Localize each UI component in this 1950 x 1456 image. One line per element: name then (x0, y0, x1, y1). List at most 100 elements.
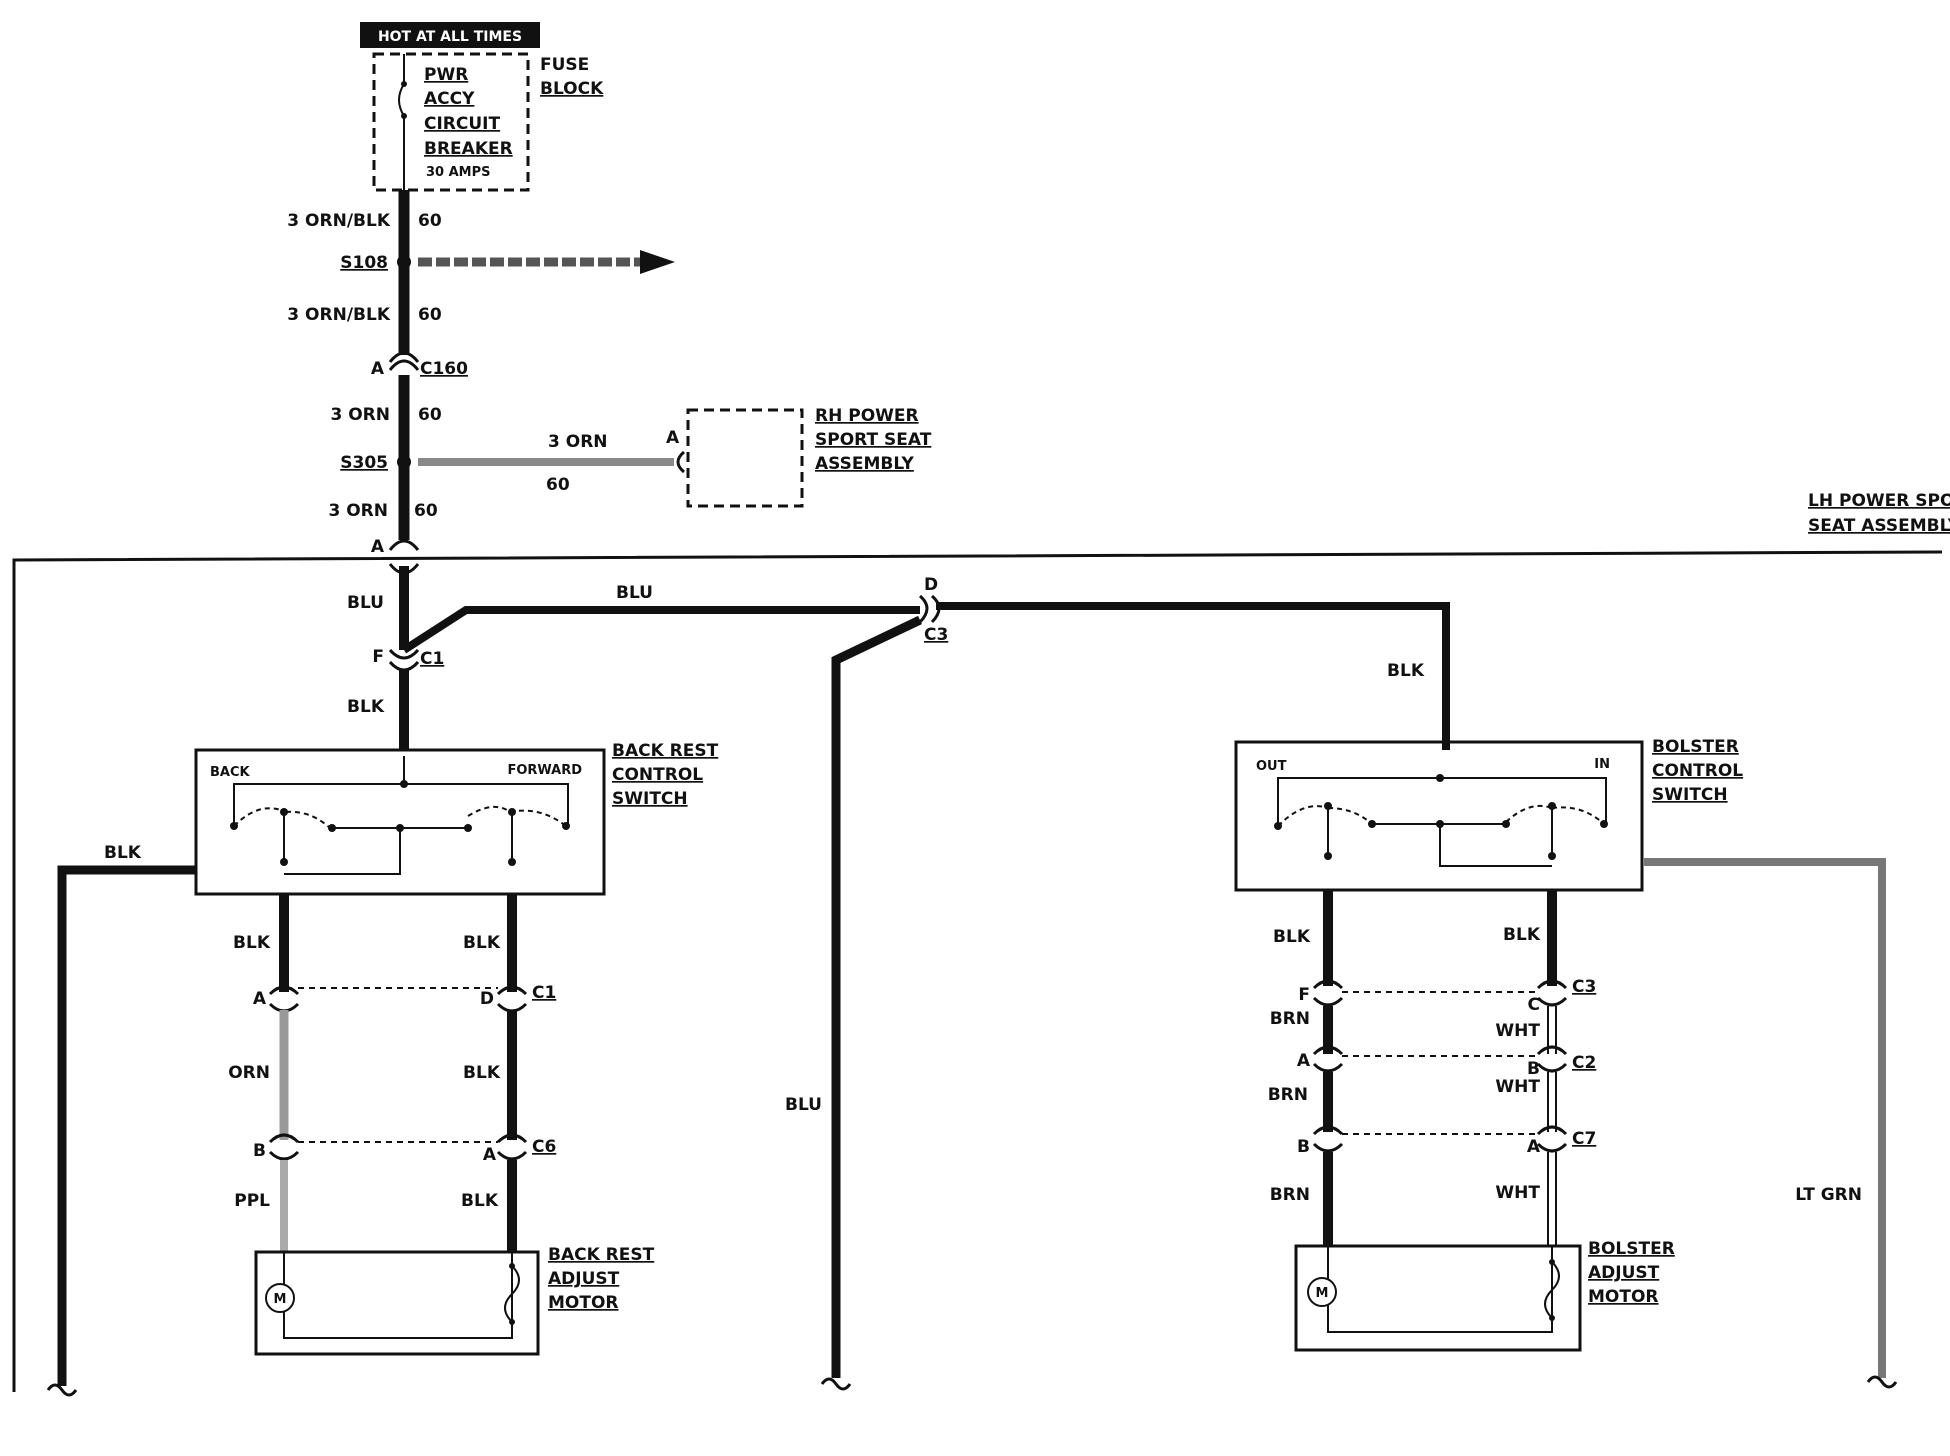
blk-left-wire (57, 865, 196, 1386)
lh-seat-label-1: LH POWER SPORT (1808, 491, 1950, 511)
bolster-motor-title-1: BOLSTER (1588, 1239, 1675, 1259)
rh-seat-label-2: SPORT SEAT (815, 430, 932, 450)
breaker-label-4: BREAKER (424, 139, 513, 159)
blk-left-label: BLK (104, 843, 142, 863)
backrest-wiring: BLK BLK A D C1 ORN BLK B A C6 PPL BLK (228, 894, 556, 1252)
feed-gauge-label-4: 60 (414, 501, 438, 521)
connector-c1-pin: F (372, 647, 384, 667)
connector-c3-pin: D (924, 575, 938, 595)
blk-break-symbol (46, 1383, 78, 1397)
feed-wire-label-4: 3 ORN (328, 501, 388, 521)
lh-seat-boundary (12, 550, 1943, 1392)
bolster-pin-a: A (1297, 1051, 1311, 1071)
connector-c1-symbol (388, 648, 420, 672)
breaker-amps: 30 AMPS (426, 165, 491, 180)
backrest-motor-symbol (265, 1283, 295, 1313)
bolster-wht-3-label: WHT (1495, 1183, 1540, 1203)
bolster-wht-1-label: WHT (1495, 1021, 1540, 1041)
feed-gauge-label-2: 60 (418, 305, 442, 325)
bolster-brn-2-label: BRN (1268, 1085, 1308, 1105)
backrest-left-top-label: BLK (233, 933, 271, 953)
fuse-block-box (372, 52, 530, 192)
blu-down-label: BLU (785, 1095, 822, 1115)
bolster-pin-b2: B (1297, 1137, 1310, 1157)
fuse-block-label-1: FUSE (540, 55, 589, 75)
backrest-conn-c1: C1 (532, 983, 556, 1003)
backrest-left-mid-label: ORN (228, 1063, 270, 1083)
s108-branch-arrow (640, 250, 675, 274)
splice-s305 (397, 455, 411, 469)
breaker-label-1: PWR (424, 65, 468, 85)
s305-branch-gauge-label: 60 (546, 475, 570, 495)
lt-grn-wire (1644, 858, 1886, 1378)
rh-seat-label-1: RH POWER (815, 406, 919, 426)
bolster-adjust-motor: M BOLSTER ADJUST MOTOR (1294, 1239, 1675, 1352)
hot-at-all-times-banner (360, 22, 540, 48)
connector-c1-label: C1 (420, 649, 444, 669)
rh-power-seat: RH POWER SPORT SEAT ASSEMBLY (686, 406, 932, 508)
bolster-pin-b: B (1527, 1059, 1540, 1079)
bolster-conn-c3: C3 (1572, 977, 1596, 997)
bolster-motor-title-2: ADJUST (1588, 1263, 1660, 1283)
lh-seat-label-2: SEAT ASSEMBLY (1808, 516, 1950, 536)
backrest-switch-back: BACK (210, 765, 251, 780)
bolster-brn-1-label: BRN (1270, 1009, 1310, 1029)
backrest-conn-c6: C6 (532, 1137, 556, 1157)
bolster-motor-m: M (1316, 1286, 1329, 1301)
bolster-pin-a2: A (1527, 1137, 1541, 1157)
blk-below-c1-label: BLK (347, 697, 385, 717)
bolster-conn-c2: C2 (1572, 1053, 1596, 1073)
backrest-motor-m: M (274, 1292, 287, 1307)
rh-seat-box (686, 408, 804, 508)
rh-seat-pin-label: A (666, 428, 680, 448)
blu-down-wire (831, 615, 922, 1378)
connector-c3-label: C3 (924, 625, 948, 645)
backrest-adjust-motor: M BACK REST ADJUST MOTOR (254, 1245, 655, 1356)
bolster-switch-out: OUT (1256, 759, 1287, 774)
bolster-motor-box (1294, 1244, 1582, 1352)
backrest-motor-title-2: ADJUST (548, 1269, 620, 1289)
blu-break-symbol (820, 1377, 852, 1391)
bolster-brn-3-label: BRN (1270, 1185, 1310, 1205)
connector-a-pin: A (371, 537, 385, 557)
backrest-left-bot-label: PPL (234, 1191, 270, 1211)
power-feed: HOT AT ALL TIMES FUSE BLOCK PWR ACCY CIR… (287, 22, 686, 575)
blu-feed-label: BLU (347, 593, 384, 613)
splice-s108-label: S108 (340, 253, 388, 273)
backrest-switch-forward: FORWARD (507, 763, 582, 778)
s305-branch-wire-label: 3 ORN (548, 432, 608, 452)
bolster-pin-c: C (1528, 995, 1540, 1015)
backrest-right-bot-label: BLK (461, 1191, 499, 1211)
breaker-label-2: ACCY (424, 89, 475, 109)
backrest-pin-a2: A (483, 1145, 497, 1165)
bolster-motor-symbol (1307, 1277, 1337, 1307)
connector-c160-symbol (388, 351, 420, 371)
connector-c160-pin: A (371, 359, 385, 379)
backrest-switch-title-1: BACK REST (612, 741, 719, 761)
feed-gauge-label-3: 60 (418, 405, 442, 425)
bolster-wiring: BLK BLK F C C3 BRN WHT A B C2 BRN WHT B … (1268, 890, 1596, 1246)
breaker-label-3: CIRCUIT (424, 114, 500, 134)
feed-wire-label-3: 3 ORN (330, 405, 390, 425)
blu-top-wire (401, 606, 920, 654)
fuse-block-label-2: BLOCK (540, 79, 604, 99)
blk-to-bolster-label: BLK (1387, 661, 1425, 681)
backrest-right-mid-label: BLK (463, 1063, 501, 1083)
backrest-right-top-label: BLK (463, 933, 501, 953)
backrest-switch-title-2: CONTROL (612, 765, 703, 785)
bolster-switch-title-3: SWITCH (1652, 785, 1728, 805)
backrest-pin-a: A (253, 989, 267, 1009)
bolster-wht-2-label: WHT (1495, 1077, 1540, 1097)
bolster-switch-title-2: CONTROL (1652, 761, 1743, 781)
lt-grn-label: LT GRN (1795, 1185, 1862, 1205)
feed-wire-label-1: 3 ORN/BLK (287, 211, 391, 231)
backrest-control-switch: BACK FORWARD BACK REST CONTROL SWITCH (194, 741, 719, 896)
lt-grn-break-symbol (1866, 1375, 1898, 1389)
bolster-switch-title-1: BOLSTER (1652, 737, 1739, 757)
bolster-left-top-label: BLK (1273, 927, 1311, 947)
bolster-conn-c7: C7 (1572, 1129, 1596, 1149)
bolster-control-switch: OUT IN BOLSTER CONTROL SWITCH (1234, 737, 1743, 892)
backrest-motor-title-3: MOTOR (548, 1293, 619, 1313)
backrest-pin-d: D (480, 989, 494, 1009)
